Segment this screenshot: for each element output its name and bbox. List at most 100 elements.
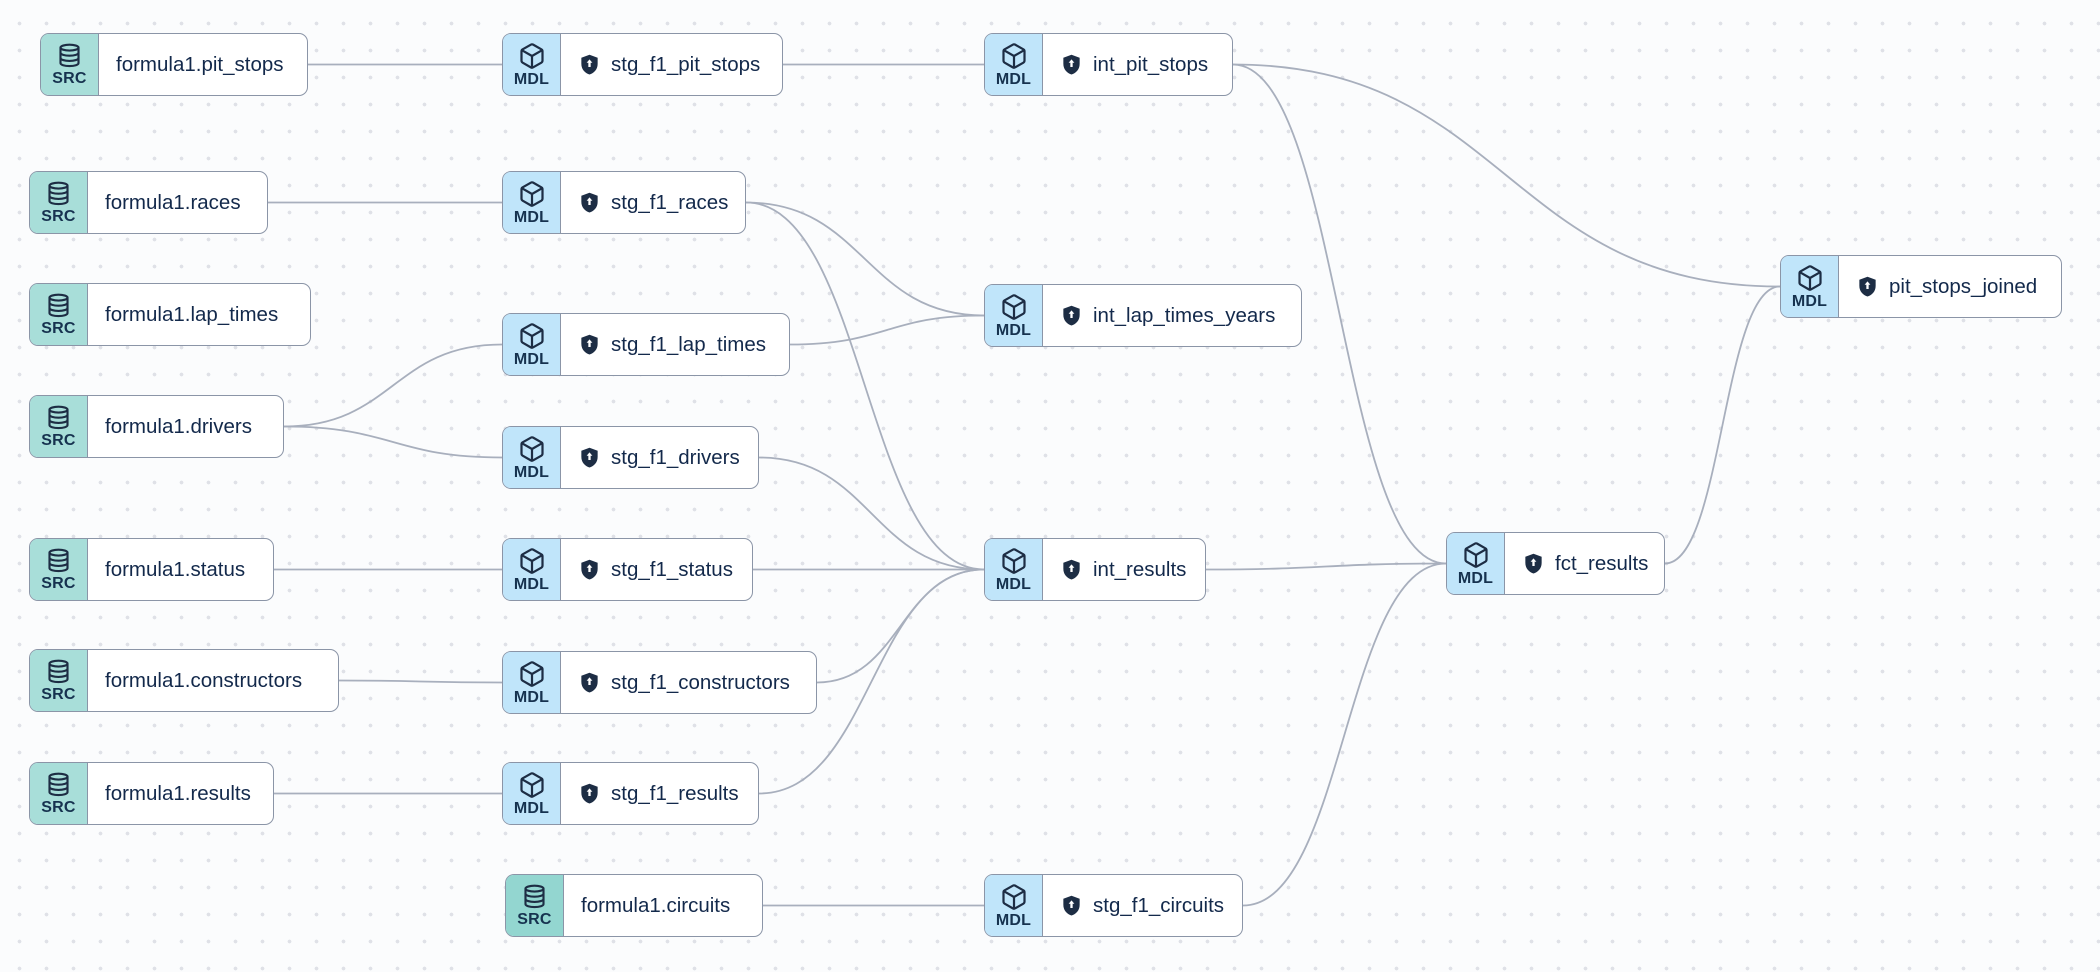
badge-label: MDL: [513, 575, 550, 593]
database-icon: [48, 772, 69, 797]
edge-stg_races-to-int_lap_times_years: [745, 201, 985, 317]
model-type-badge: MDL: [985, 539, 1043, 600]
badge-label: SRC: [41, 575, 76, 592]
node-label: stg_f1_races: [611, 190, 729, 214]
node-label: formula1.status: [105, 557, 246, 581]
database-icon: [48, 659, 69, 684]
node-label: stg_f1_status: [611, 557, 733, 581]
node-body: formula1.lap_times: [88, 284, 298, 345]
badge-label: MDL: [995, 911, 1032, 929]
node-body: stg_f1_constructors: [561, 652, 810, 713]
node-formula1-lap_times[interactable]: SRC formula1.lap_times: [29, 283, 311, 346]
node-stg_f1_status[interactable]: MDL stg_f1_status: [502, 538, 753, 601]
package-icon: [1001, 42, 1026, 69]
edge-int_pit_stops-to-fct_results: [1232, 63, 1447, 565]
model-type-badge: MDL: [985, 875, 1043, 936]
badge-label: SRC: [52, 70, 87, 87]
badge-label: SRC: [41, 799, 76, 816]
shield-icon: [1525, 553, 1542, 574]
edge-stg_races-to-int_results: [745, 201, 985, 571]
edge-stg_lap_times-to-int_lap_times_years: [789, 314, 985, 346]
node-formula1-results[interactable]: SRC formula1.results: [29, 762, 274, 825]
node-fct_results[interactable]: MDL fct_results: [1446, 532, 1665, 595]
node-label: int_pit_stops: [1093, 52, 1209, 76]
node-pit_stops_joined[interactable]: MDL pit_stops_joined: [1780, 255, 2062, 318]
node-label: stg_f1_circuits: [1093, 893, 1225, 917]
database-icon: [48, 181, 69, 206]
node-body: stg_f1_drivers: [561, 427, 760, 488]
node-int_pit_stops[interactable]: MDL int_pit_stops: [984, 33, 1233, 96]
node-int_lap_times_years[interactable]: MDL int_lap_times_years: [984, 284, 1302, 347]
package-icon: [1001, 547, 1026, 574]
node-body: stg_f1_results: [561, 763, 759, 824]
package-icon: [519, 435, 544, 462]
package-icon: [1797, 264, 1822, 291]
edge-src_drivers-to-stg_lap_times: [283, 343, 503, 428]
source-type-badge: SRC: [30, 172, 88, 233]
node-formula1-races[interactable]: SRC formula1.races: [29, 171, 268, 234]
node-body: formula1.races: [88, 172, 261, 233]
node-stg_f1_circuits[interactable]: MDL stg_f1_circuits: [984, 874, 1243, 937]
node-stg_f1_drivers[interactable]: MDL stg_f1_drivers: [502, 426, 759, 489]
package-icon: [519, 42, 544, 69]
edge-stg_drivers-to-int_results: [758, 456, 985, 571]
edge-src_drivers-to-stg_drivers: [283, 425, 503, 459]
model-type-badge: MDL: [503, 172, 561, 233]
node-body: formula1.status: [88, 539, 265, 600]
database-icon: [59, 43, 80, 68]
badge-label: MDL: [513, 70, 550, 88]
node-label: stg_f1_results: [611, 781, 739, 805]
node-body: int_results: [1043, 539, 1206, 600]
node-label: fct_results: [1555, 551, 1649, 575]
package-icon: [1001, 883, 1026, 910]
model-type-badge: MDL: [985, 285, 1043, 346]
badge-label: SRC: [41, 208, 76, 225]
shield-icon: [581, 54, 598, 75]
badge-label: SRC: [41, 432, 76, 449]
node-label: int_results: [1093, 557, 1187, 581]
node-body: formula1.pit_stops: [99, 34, 304, 95]
badge-label: MDL: [1791, 292, 1828, 310]
node-body: stg_f1_circuits: [1043, 875, 1244, 936]
model-type-badge: MDL: [1781, 256, 1839, 317]
shield-icon: [1063, 305, 1080, 326]
node-body: pit_stops_joined: [1839, 256, 2057, 317]
node-stg_f1_races[interactable]: MDL stg_f1_races: [502, 171, 746, 234]
node-body: stg_f1_lap_times: [561, 314, 786, 375]
model-type-badge: MDL: [503, 34, 561, 95]
node-label: stg_f1_lap_times: [611, 332, 766, 356]
source-type-badge: SRC: [30, 396, 88, 457]
node-body: formula1.circuits: [564, 875, 750, 936]
node-formula1-status[interactable]: SRC formula1.status: [29, 538, 274, 601]
badge-label: MDL: [513, 463, 550, 481]
edge-stg_circuits-to-fct_results: [1242, 562, 1447, 907]
source-type-badge: SRC: [41, 34, 99, 95]
shield-icon: [581, 334, 598, 355]
node-stg_f1_constructors[interactable]: MDL stg_f1_constructors: [502, 651, 817, 714]
model-type-badge: MDL: [985, 34, 1043, 95]
node-label: formula1.constructors: [105, 668, 303, 692]
shield-icon: [1859, 276, 1876, 297]
model-type-badge: MDL: [503, 652, 561, 713]
badge-label: SRC: [41, 320, 76, 337]
source-type-badge: SRC: [30, 650, 88, 711]
database-icon: [48, 293, 69, 318]
node-body: stg_f1_races: [561, 172, 748, 233]
node-stg_f1_lap_times[interactable]: MDL stg_f1_lap_times: [502, 313, 790, 376]
node-int_results[interactable]: MDL int_results: [984, 538, 1206, 601]
node-label: formula1.results: [105, 781, 251, 805]
source-type-badge: SRC: [30, 763, 88, 824]
node-stg_f1_pit_stops[interactable]: MDL stg_f1_pit_stops: [502, 33, 783, 96]
node-formula1-constructors[interactable]: SRC formula1.constructors: [29, 649, 339, 712]
package-icon: [519, 547, 544, 574]
node-formula1-pit_stops[interactable]: SRC formula1.pit_stops: [40, 33, 308, 96]
package-icon: [519, 660, 544, 687]
badge-label: MDL: [513, 350, 550, 368]
badge-label: MDL: [995, 321, 1032, 339]
node-stg_f1_results[interactable]: MDL stg_f1_results: [502, 762, 759, 825]
model-type-badge: MDL: [503, 763, 561, 824]
edge-src_constructors-to-stg_constructors: [338, 679, 503, 684]
